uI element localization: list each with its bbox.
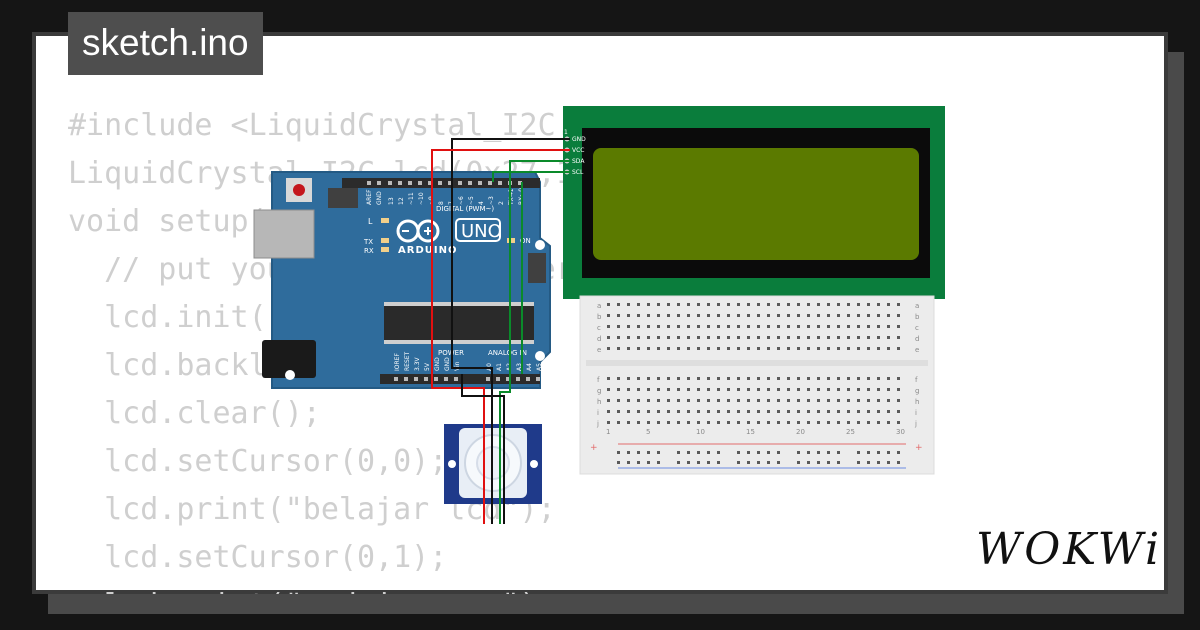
lcd-pin-label: SDA [572,158,585,165]
row-letter: e [915,346,919,354]
row-letter: a [915,302,919,310]
bottom-pin-label: 5V [424,362,431,371]
power-analog-header [380,374,540,384]
row-letter: e [597,346,601,354]
row-letter: g [597,387,601,395]
arduino-logo-icon [396,219,440,243]
row-letter: b [915,313,920,321]
row-letter: a [597,302,601,310]
model-label: UNO [461,221,502,242]
code-line: lcd.print("arduino uno"); [68,582,664,594]
digital-pin-label: TX→1 [508,188,515,206]
row-letter: g [915,387,919,395]
code-line: #include <LiquidCrystal_I2C.h> [68,108,610,143]
lcd-screen [593,148,919,260]
column-number: 15 [746,428,755,436]
bottom-pin-label: 3.3V [414,356,421,371]
atmega-chip [384,306,534,340]
code-line: lcd.clear(); [68,396,321,431]
digital-pin-label: 8 [438,201,445,205]
bottom-pin-label: GND [444,357,451,371]
column-number: 1 [606,428,610,436]
row-letter: i [597,409,599,417]
lcd-pin-label: GND [572,136,586,143]
bottom-pin-label: RESET [404,351,411,371]
power-jack [262,340,316,378]
column-number: 30 [896,428,905,436]
code-line: lcd.setCursor(0,0); [68,444,448,479]
rx-label: RX [364,247,374,255]
column-number: 20 [796,428,805,436]
code-line: lcd.setCursor(0,1); [68,540,448,575]
code-line: lcd.init(); [68,300,303,335]
lcd-pin-label: SCL [572,169,584,176]
tx-label: TX [363,238,373,246]
svg-text:+: + [915,443,923,453]
digital-pin-label: ~11 [408,192,415,205]
digital-pin-label: ~5 [468,196,475,205]
gnd-pin-label: GND [376,191,383,205]
row-letter: c [597,324,601,332]
digital-pin-label: ~6 [458,196,465,205]
digital-pin-label: 2 [498,201,505,205]
bottom-pin-label: IOREF [394,353,401,371]
bottom-pin-label: A5 [536,363,543,371]
row-letter: c [915,324,919,332]
wires [431,138,570,524]
sketch-filename-tag: sketch.ino [68,12,263,75]
column-number: 5 [646,428,650,436]
brand-label: ARDUINO [398,245,457,256]
row-letter: j [914,420,917,428]
row-letter: d [915,335,919,343]
usb-port [253,209,315,259]
bottom-pin-label: A4 [526,363,533,371]
bottom-pin-label: A0 [486,363,493,371]
digital-pin-label: 12 [398,197,405,205]
row-letter: j [596,420,599,428]
column-number: 25 [846,428,855,436]
bottom-pin-label: A1 [496,363,503,371]
row-letter: b [597,313,602,321]
row-letter: h [915,398,919,406]
bottom-pin-label: Vin [454,361,461,371]
row-letter: f [597,376,600,384]
aref-pin-label: AREF [366,189,373,205]
column-number: 10 [696,428,705,436]
icsp-header [328,188,546,283]
lcd-pin-number: 1 [564,129,568,136]
wokwi-logo[interactable]: WOKWi [976,524,1163,575]
bottom-pin-label: GND [434,357,441,371]
digital-pin-label: 4 [478,201,485,205]
bottom-pin-label: A3 [516,363,523,371]
svg-text:+: + [590,443,598,453]
row-letter: i [915,409,917,417]
led-l-label: L [368,217,373,226]
digital-pin-label: 13 [388,197,395,205]
digital-pin-label: ~3 [488,196,495,205]
digital-pin-label: ~10 [418,192,425,205]
row-letter: d [597,335,601,343]
on-label: ON [520,237,531,245]
analog-label: ANALOG IN [488,349,527,357]
lcd-pin-label: VCC [572,147,584,154]
row-letter: h [597,398,601,406]
digital-label: DIGITAL (PWM~) [436,205,494,213]
row-letter: f [915,376,918,384]
